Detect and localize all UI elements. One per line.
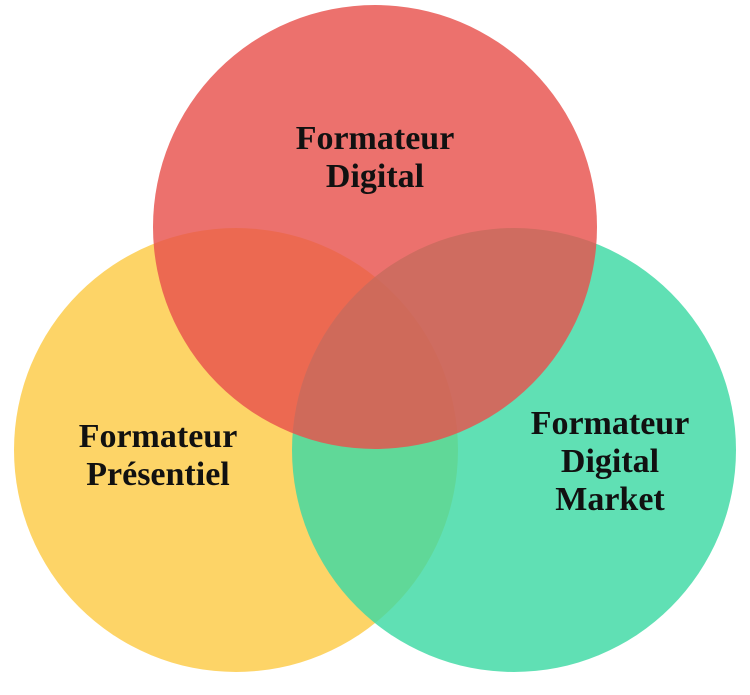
label-line: Formateur [295,120,455,157]
label-formateur-digital: Formateur Digital [225,120,525,196]
label-line: Formateur [78,418,238,455]
label-line: Présentiel [86,456,230,493]
label-formateur-digital-market: Formateur Digital Market [460,405,750,519]
label-line: Digital [560,443,660,480]
label-line: Digital [325,158,425,195]
label-line: Market [555,481,665,518]
label-formateur-presentiel: Formateur Présentiel [8,418,308,494]
label-line: Formateur [530,405,690,442]
circle-formateur-digital [153,5,597,449]
